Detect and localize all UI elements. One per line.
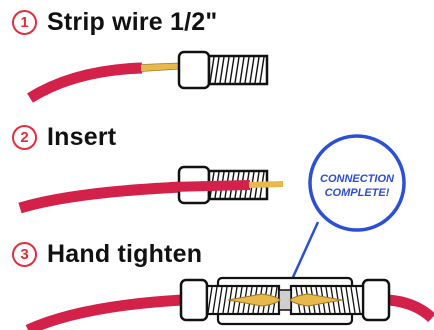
step-2-illustration [18, 165, 284, 214]
step-3-label: Hand tighten [47, 240, 203, 268]
step-2-label: Insert [47, 123, 117, 151]
red-wire-3-right [387, 294, 434, 323]
center-coupler [278, 289, 292, 311]
red-wire-1 [27, 62, 143, 103]
step-3-heading: 3 Hand tighten [12, 240, 202, 269]
callout-line-2: COMPLETE! [325, 187, 390, 199]
step-1-label: Strip wire 1/2" [47, 8, 218, 36]
callout-line-1: CONNECTION [320, 173, 395, 185]
step-1-heading: 1 Strip wire 1/2" [12, 8, 217, 37]
step-1-number: 1 [12, 10, 37, 35]
step-3-illustration [25, 276, 434, 330]
step-2-heading: 2 Insert [12, 123, 116, 152]
stripped-copper-1 [140, 63, 181, 71]
step-1-illustration [27, 50, 269, 103]
copper-end-left [227, 293, 281, 307]
copper-end-right [289, 293, 343, 307]
stripped-copper-2 [248, 181, 284, 188]
red-wire-3-left [25, 294, 183, 330]
callout-bubble [308, 134, 406, 232]
connector-nut-3-right [289, 278, 391, 322]
connector-nut-1 [177, 50, 269, 90]
connection-complete-callout: CONNECTION COMPLETE! [283, 134, 406, 296]
callout-pointer [287, 221, 320, 287]
stripped-copper-1-outline [140, 62, 181, 72]
connector-nut-3-left [179, 278, 281, 322]
step-2-number: 2 [12, 125, 37, 150]
red-wire-2-inside [169, 180, 251, 192]
step-3-number: 3 [12, 242, 37, 267]
